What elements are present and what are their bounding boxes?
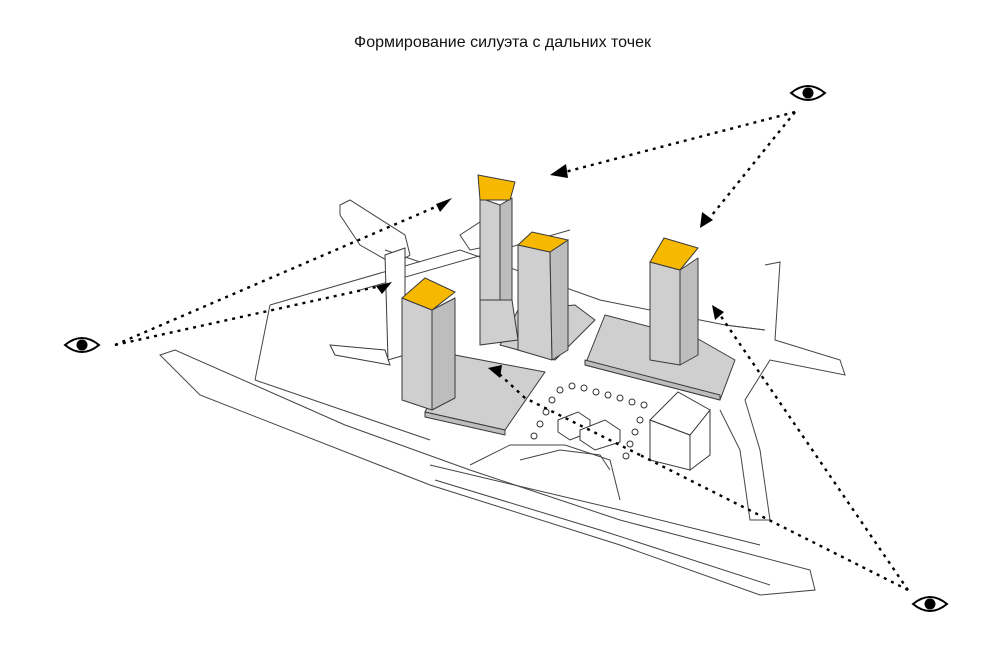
tree-icon (542, 408, 550, 416)
tree-icon (636, 416, 644, 424)
tree-row-top (556, 382, 648, 409)
arrow-icon (376, 282, 392, 294)
tree-icon (548, 396, 556, 404)
arrow-icon (436, 198, 452, 212)
eye-icon (789, 85, 827, 101)
tree-icon (628, 398, 636, 406)
diagram-title: Формирование силуэта с дальних точек (354, 34, 651, 51)
tree-icon (592, 388, 600, 396)
low-block-left (329, 247, 406, 366)
tree-icon (568, 382, 576, 390)
eye-icon (911, 596, 949, 612)
tree-row-left (530, 396, 556, 440)
tree-icon (626, 440, 634, 448)
tree-icon (556, 386, 564, 394)
arrow-icon (488, 365, 502, 378)
eye-icon (63, 337, 101, 353)
tower-1 (477, 174, 519, 346)
tree-icon (616, 394, 624, 402)
tree-icon (631, 428, 639, 436)
arrow-icon (550, 164, 568, 178)
tree-icon (580, 384, 588, 392)
tree-icon (530, 432, 538, 440)
arrow-icon (712, 305, 724, 320)
tower-4 (649, 237, 699, 366)
tree-icon (536, 420, 544, 428)
sight-lines (114, 110, 909, 592)
arrow-icon (700, 212, 713, 228)
tower-3 (401, 277, 456, 411)
tree-icon (640, 401, 648, 409)
tree-icon (622, 452, 630, 460)
tower-2 (516, 231, 570, 361)
midrise-block (649, 391, 711, 471)
arrowheads (376, 164, 724, 378)
tree-icon (604, 391, 612, 399)
tree-row-right (622, 416, 644, 460)
road-network (159, 199, 846, 596)
